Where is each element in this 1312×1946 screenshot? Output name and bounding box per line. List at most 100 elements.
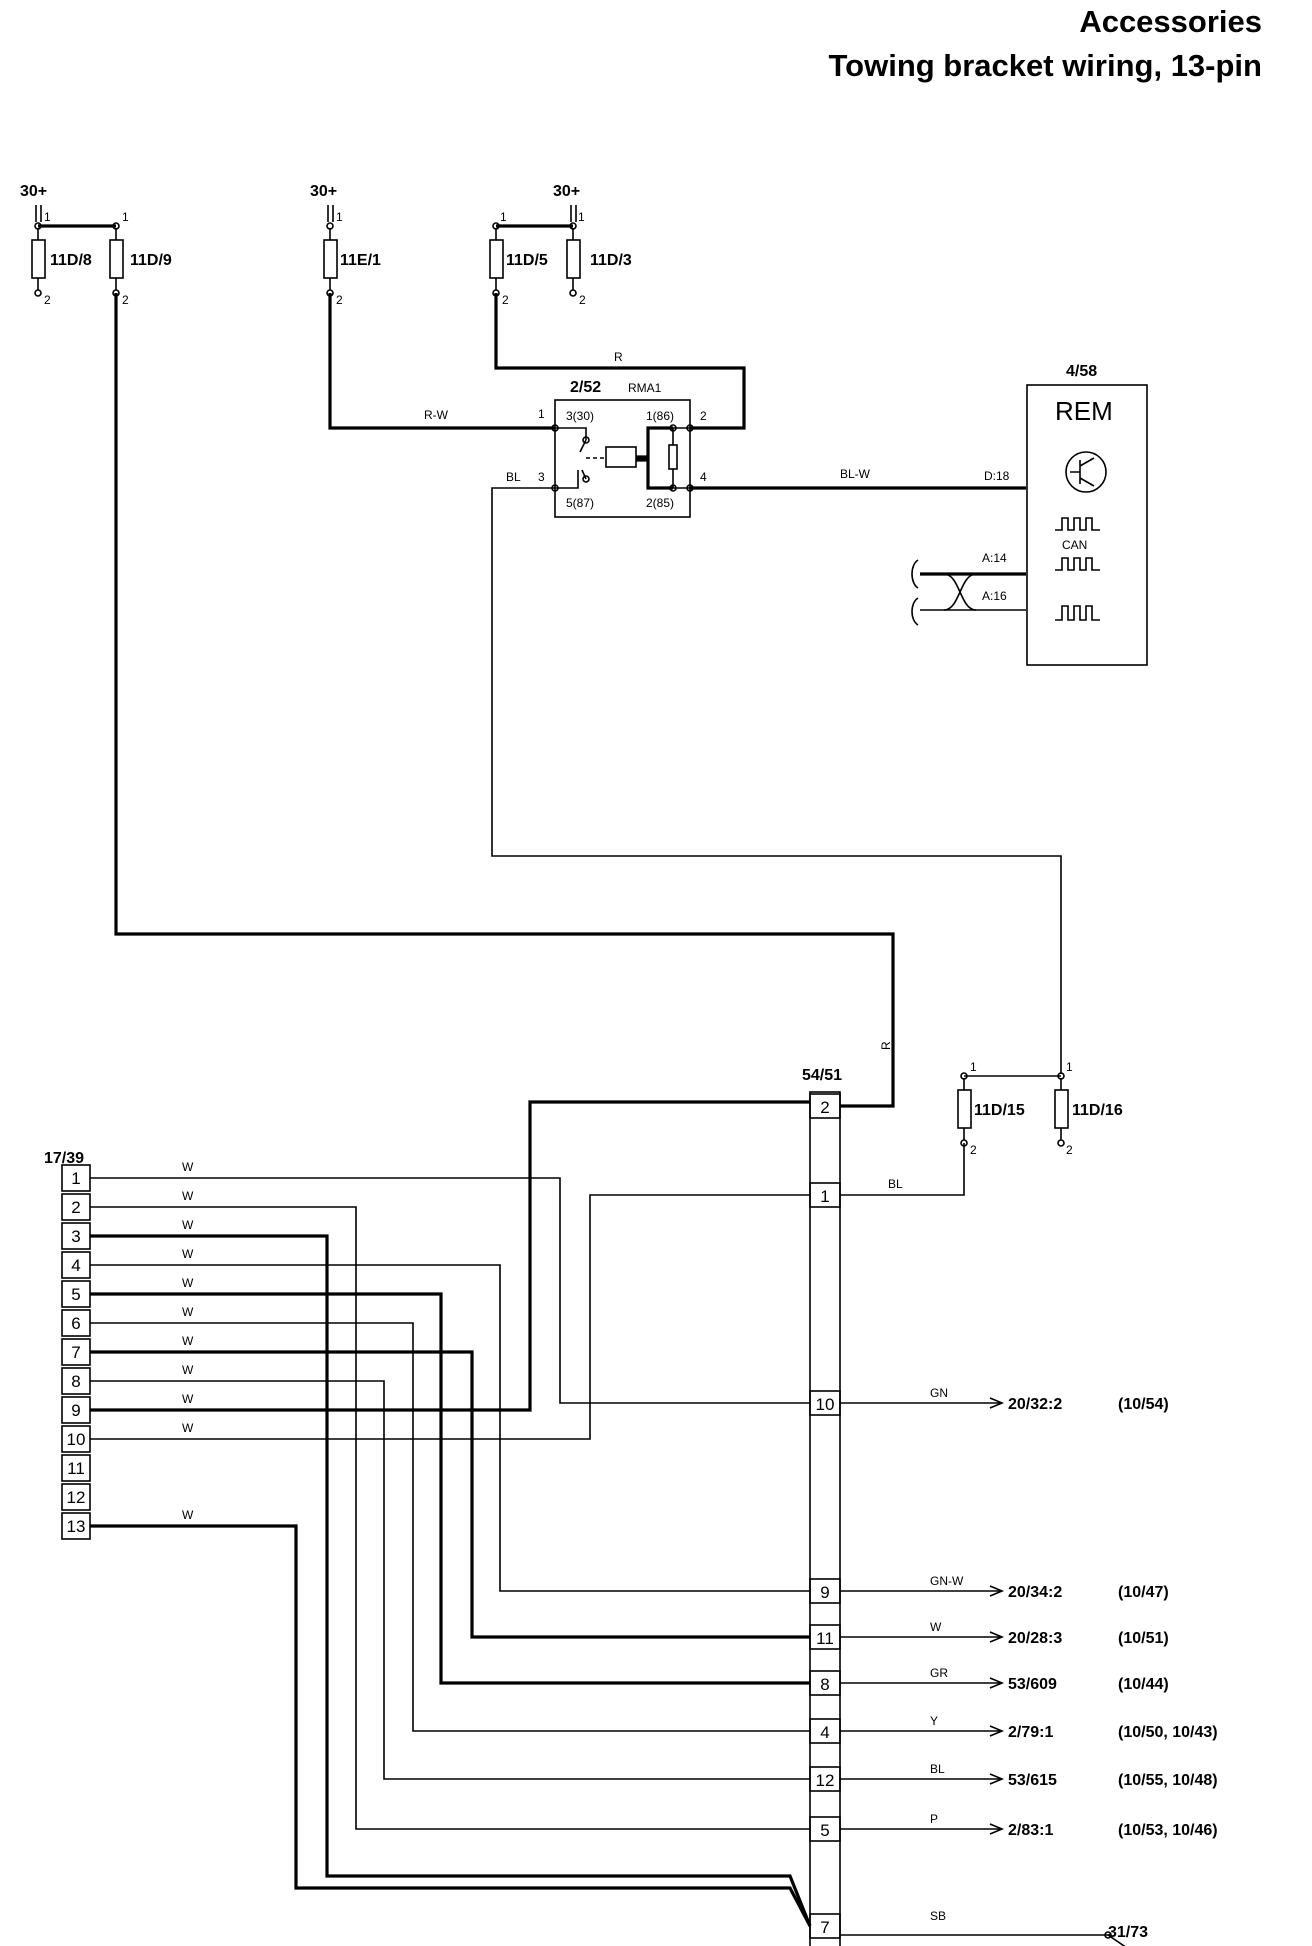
harness-wire [90, 1177, 810, 1404]
socket-pin [61, 1454, 91, 1482]
svg-text:2: 2 [44, 293, 51, 307]
connector-pin-label: 4 [820, 1723, 829, 1742]
supply-label: 30+ [310, 183, 337, 200]
destination: 53/609 [1008, 1676, 1057, 1693]
wire-color: GN [930, 1386, 948, 1400]
svg-text:2: 2 [336, 293, 343, 307]
reference: (10/44) [1118, 1676, 1169, 1693]
socket-pin-label: 13 [67, 1517, 86, 1536]
rem-module [1026, 384, 1148, 666]
socket-pin-label: 10 [67, 1430, 86, 1449]
svg-text:A:14: A:14 [982, 551, 1007, 565]
svg-text:2: 2 [700, 409, 707, 423]
svg-text:R: R [614, 350, 623, 364]
destination: 20/32:2 [1008, 1396, 1062, 1413]
wire-color: BL [930, 1762, 945, 1776]
socket-pin-label: 8 [71, 1372, 80, 1391]
connector-pin-label: 9 [820, 1583, 829, 1602]
fuse-11d16: 11D/16 1 2 [1054, 1060, 1123, 1157]
svg-text:2(85): 2(85) [646, 496, 674, 510]
destination: 2/79:1 [1008, 1724, 1053, 1741]
socket-pin-label: 12 [67, 1488, 86, 1507]
supply-label: 30+ [553, 183, 580, 200]
svg-text:2: 2 [502, 293, 509, 307]
svg-text:1: 1 [122, 210, 129, 224]
wire-color: GR [930, 1666, 948, 1680]
svg-text:D:18: D:18 [984, 469, 1010, 483]
connector-pin-label: 11 [816, 1629, 834, 1648]
destination: 20/34:2 [1008, 1584, 1062, 1601]
harness-wire [90, 1322, 810, 1732]
svg-text:2: 2 [579, 293, 586, 307]
page-title: Accessories [1079, 4, 1262, 39]
svg-text:R-W: R-W [424, 408, 449, 422]
wire-color: W [182, 1218, 194, 1232]
reference: (10/47) [1118, 1584, 1169, 1601]
svg-text:11D/15: 11D/15 [974, 1102, 1025, 1119]
wire-color: W [182, 1247, 194, 1261]
reference: (10/53, 10/46) [1118, 1822, 1218, 1839]
svg-text:BL-W: BL-W [840, 467, 871, 481]
svg-text:1: 1 [538, 407, 545, 421]
fuse-11d5: 11D/5 [489, 222, 548, 297]
connector-pin-label: 1 [820, 1187, 829, 1206]
svg-text:1: 1 [44, 210, 51, 224]
destination: 20/28:3 [1008, 1630, 1062, 1647]
reference: (10/51) [1118, 1630, 1169, 1647]
reference: (10/50, 10/43) [1118, 1724, 1218, 1741]
wire-color: W [182, 1421, 194, 1435]
ground-label: 31/73 [1108, 1924, 1149, 1941]
harness-wire [90, 1350, 810, 1639]
wire-color: W [182, 1334, 194, 1348]
fuse-11d15: 11D/15 1 2 [957, 1060, 1025, 1157]
socket-pin-label: 1 [71, 1169, 80, 1188]
harness-wire [90, 1206, 810, 1830]
reference: (10/55, 10/48) [1118, 1772, 1218, 1789]
harness-wire [90, 1194, 810, 1440]
svg-text:1: 1 [970, 1060, 977, 1074]
socket-pin-label: 2 [71, 1198, 80, 1217]
destination: 53/615 [1008, 1772, 1057, 1789]
wire-color: GN-W [930, 1574, 964, 1588]
svg-text:3(30): 3(30) [566, 409, 594, 423]
fuse-11d9: 11D/9 [109, 222, 172, 297]
wire-color: W [182, 1305, 194, 1319]
socket-pin-label: 6 [71, 1314, 80, 1333]
connector-pin-label: 2 [820, 1098, 829, 1117]
fuse-11d3: 11D/3 [566, 222, 632, 297]
svg-text:5(87): 5(87) [566, 496, 594, 510]
relay-rma1 [554, 399, 691, 518]
module-name: REM [1055, 396, 1113, 426]
socket-pin-label: 3 [71, 1227, 80, 1246]
svg-text:R: R [879, 1041, 893, 1050]
wire-color: W [182, 1189, 194, 1203]
transistor-icon [1065, 451, 1107, 493]
wire-color: W [182, 1508, 194, 1522]
svg-text:2: 2 [122, 293, 129, 307]
socket-pin-label: 7 [71, 1343, 80, 1362]
svg-text:BL: BL [506, 470, 521, 484]
svg-text:2: 2 [1066, 1143, 1073, 1157]
wire-color: W [182, 1363, 194, 1377]
wire-color: SB [930, 1909, 946, 1923]
harness-wire [90, 1234, 812, 1927]
relay-name: RMA1 [628, 381, 662, 395]
svg-text:BL: BL [888, 1177, 903, 1191]
wire-color: W [182, 1392, 194, 1406]
connector-pin-label: 10 [816, 1395, 835, 1414]
svg-text:1: 1 [336, 210, 343, 224]
harness-wire [90, 1380, 810, 1780]
fuse-11e1: 11E/1 [323, 222, 381, 297]
wire-color: W [182, 1276, 194, 1290]
page-subtitle: Towing bracket wiring, 13-pin [828, 48, 1262, 83]
socket-pin-label: 5 [71, 1285, 80, 1304]
socket-pin-label: 4 [71, 1256, 80, 1275]
connector-pin-label: 7 [820, 1918, 829, 1937]
harness-wire [90, 1264, 810, 1592]
connector-pin [809, 1093, 841, 1119]
socket-id: 17/39 [44, 1150, 84, 1167]
svg-text:3: 3 [538, 470, 545, 484]
svg-text:2: 2 [970, 1143, 977, 1157]
supply-label: 30+ [20, 183, 47, 200]
